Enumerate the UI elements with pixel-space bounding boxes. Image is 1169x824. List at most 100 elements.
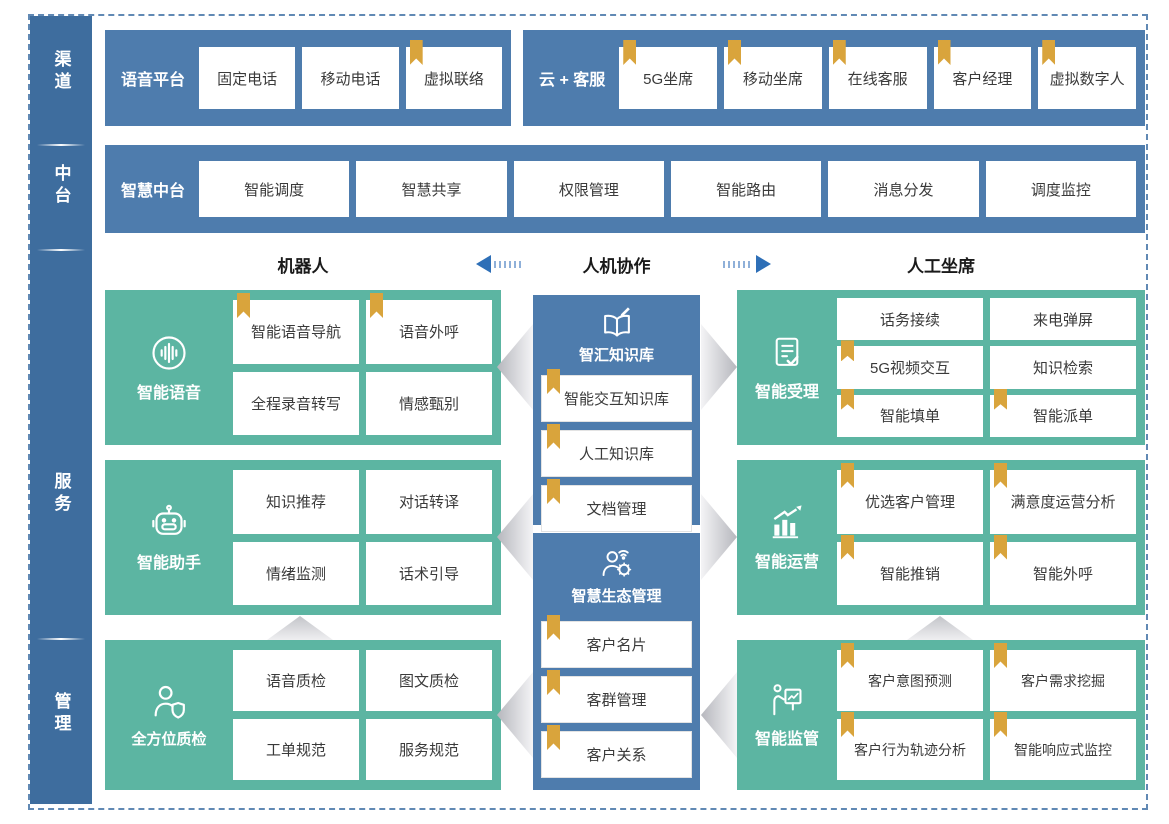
channel-item: 在线客服 [828, 40, 927, 109]
block-knowledge-base: 智汇知识库 智能交互知识库 人工知识库 文档管理 [533, 295, 700, 532]
midplatform-item: 智慧共享 [356, 161, 507, 217]
feature-box: 智能推销 [837, 534, 983, 605]
feature-box: 情感甄别 [366, 371, 492, 435]
presenter-board-icon [768, 681, 806, 719]
dashed-frame [28, 14, 1148, 810]
block-title: 智能运营 [754, 553, 819, 571]
growth-chart-icon [768, 504, 806, 542]
smart-midplatform-label: 智慧中台 [121, 183, 186, 200]
block-title: 智能语音 [136, 384, 201, 402]
feature-box: 客户行为轨迹分析 [837, 712, 983, 780]
bookmark-icon [370, 293, 383, 318]
feature-box: 服务规范 [366, 719, 492, 780]
feature-box: 智能外呼 [990, 534, 1136, 605]
bookmark-icon [547, 670, 560, 695]
block-title: 智能助手 [136, 554, 201, 572]
bookmark-icon [832, 40, 846, 65]
midplatform-item: 智能调度 [199, 161, 350, 217]
band-divider [37, 144, 85, 146]
bookmark-icon [547, 615, 560, 640]
bookmark-icon [547, 725, 560, 750]
robot-icon [149, 503, 189, 543]
cloud-service-block: 云 + 客服 5G坐席 移动坐席 在线客服 客户经理 虚拟数字人 [523, 30, 1145, 126]
feature-box: 话务接续 [837, 298, 983, 341]
block-smart-acceptance: 智能受理 话务接续 来电弹屏 5G视频交互 知识检索 智能填单 智能派单 [737, 290, 1145, 445]
bookmark-icon [728, 40, 741, 65]
block-title: 智能受理 [754, 383, 819, 401]
voice-platform-block: 语音平台 固定电话 移动电话 虚拟联络 [105, 30, 511, 126]
band-label-management: 管理 [51, 692, 71, 736]
feature-box: 工单规范 [233, 719, 359, 780]
header-human-agent: 人工坐席 [907, 257, 975, 276]
block-ecosystem-management: 智慧生态管理 客户名片 客群管理 客户关系 [533, 533, 700, 790]
bookmark-icon [937, 40, 951, 65]
feature-box: 优选客户管理 [837, 463, 983, 534]
bookmark-icon [994, 643, 1007, 668]
band-divider [37, 249, 85, 251]
smart-midplatform-block: 智慧中台 智能调度 智慧共享 权限管理 智能路由 消息分发 调度监控 [105, 145, 1145, 233]
bookmark-icon [841, 643, 854, 668]
bookmark-icon [994, 463, 1007, 488]
feature-box: 对话转译 [366, 470, 492, 534]
voice-platform-label: 语音平台 [121, 72, 186, 89]
feature-row: 客群管理 [541, 670, 692, 723]
bookmark-icon [547, 479, 560, 504]
bookmark-icon [623, 40, 637, 65]
midplatform-item: 消息分发 [828, 161, 979, 217]
feature-box: 图文质检 [366, 650, 492, 711]
band-label-channel: 渠道 [51, 50, 71, 94]
channel-item: 客户经理 [933, 40, 1032, 109]
channel-item: 移动电话 [302, 47, 399, 109]
midplatform-item: 调度监控 [985, 161, 1136, 217]
feature-box: 语音外呼 [366, 293, 492, 364]
block-title: 全方位质检 [131, 730, 207, 748]
header-collaboration: 人机协作 [582, 257, 651, 276]
header-robot: 机器人 [277, 257, 329, 276]
feature-box: 满意度运营分析 [990, 463, 1136, 534]
block-title: 智汇知识库 [578, 347, 654, 364]
quality-inspector-icon [149, 682, 189, 722]
feature-row: 客户关系 [541, 725, 692, 778]
bookmark-icon [994, 388, 1007, 410]
feature-box: 知识检索 [990, 346, 1136, 389]
feature-box: 话术引导 [366, 541, 492, 605]
block-quality-inspection: 全方位质检 语音质检 图文质检 工单规范 服务规范 [105, 640, 501, 790]
arrow-right-icon [723, 255, 771, 273]
knowledge-book-icon [598, 304, 636, 342]
feature-box: 智能填单 [837, 388, 983, 437]
bookmark-icon [994, 712, 1007, 737]
ecosystem-icon [598, 545, 636, 583]
feature-row: 人工知识库 [541, 424, 692, 477]
bookmark-icon [409, 40, 423, 65]
channel-item: 5G坐席 [619, 40, 717, 109]
feature-row: 文档管理 [541, 479, 692, 532]
voice-icon [149, 333, 189, 373]
cloud-service-label: 云 + 客服 [539, 72, 606, 89]
channel-item: 虚拟联络 [405, 40, 502, 109]
feature-box: 来电弹屏 [990, 298, 1136, 341]
midplatform-item: 权限管理 [513, 161, 664, 217]
block-title: 智慧生态管理 [571, 588, 662, 605]
channel-item: 移动坐席 [724, 40, 822, 109]
bookmark-icon [841, 712, 854, 737]
bookmark-icon [547, 369, 560, 394]
bookmark-icon [841, 388, 854, 410]
left-band: 渠道 中台 服务 管理 [30, 16, 92, 804]
block-smart-assistant: 智能助手 知识推荐 对话转译 情绪监测 话术引导 [105, 460, 501, 615]
feature-row: 客户名片 [541, 615, 692, 668]
feature-row: 智能交互知识库 [541, 369, 692, 422]
bookmark-icon [237, 293, 250, 318]
block-title: 智能监管 [754, 731, 819, 748]
channel-item: 固定电话 [199, 47, 296, 109]
block-smart-operations: 智能运营 优选客户管理 满意度运营分析 智能推销 智能外呼 [737, 460, 1145, 615]
feature-box: 5G视频交互 [837, 340, 983, 389]
band-label-midplatform: 中台 [51, 164, 71, 208]
feature-box: 客户需求挖掘 [990, 643, 1136, 711]
document-check-icon [768, 334, 806, 372]
feature-box: 智能响应式监控 [990, 712, 1136, 780]
channel-item: 虚拟数字人 [1038, 40, 1136, 109]
block-smart-supervision: 智能监管 客户意图预测 客户需求挖掘 客户行为轨迹分析 智能响应式监控 [737, 640, 1145, 790]
block-smart-voice: 智能语音 智能语音导航 语音外呼 全程录音转写 情感甄别 [105, 290, 501, 445]
bookmark-icon [841, 463, 854, 488]
bookmark-icon [994, 534, 1007, 560]
